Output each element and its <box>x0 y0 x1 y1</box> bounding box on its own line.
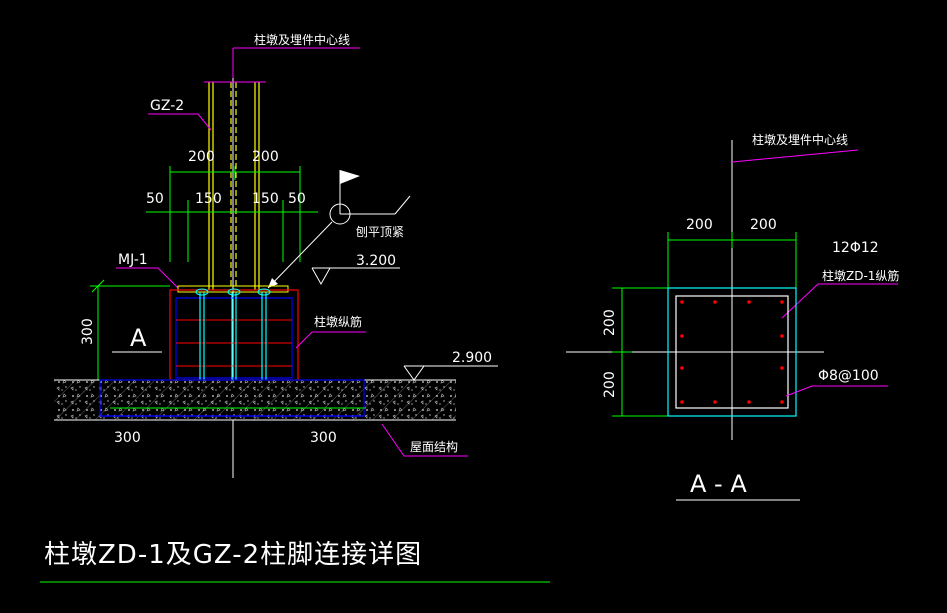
dim-mid-50a: 50 <box>146 191 164 207</box>
mj-leader <box>116 267 179 289</box>
steel-column <box>208 82 260 290</box>
dim-mid-150a: 150 <box>195 191 222 207</box>
dims-top-left <box>169 166 301 262</box>
dim-mid-50b: 50 <box>288 191 306 207</box>
left-detail: 柱墩及埋件中心线 GZ-2 200 200 50 <box>54 32 498 478</box>
elev-bottom-label: 2.900 <box>452 350 492 366</box>
stirrup-leader <box>785 385 888 397</box>
elev-top <box>311 267 400 286</box>
dim-top-200a: 200 <box>188 149 215 165</box>
right-detail: 柱墩及埋件中心线 200 200 12Φ12 柱墩ZD-1纵筋 <box>566 132 899 501</box>
section-outline <box>667 287 797 417</box>
gz-label: GZ-2 <box>150 98 184 114</box>
gz-leader <box>148 113 212 131</box>
bolt-heads <box>195 288 271 296</box>
pier-rebar-label: 柱墩纵筋 <box>314 314 362 329</box>
planing-label: 刨平顶紧 <box>356 224 404 239</box>
embed-plate <box>177 285 289 293</box>
dim-bottom-300b: 300 <box>310 430 337 446</box>
right-rebar-label: 柱墩ZD-1纵筋 <box>822 268 899 283</box>
stirrup-label: Φ8@100 <box>818 368 879 384</box>
drawing-title: 柱墩ZD-1及GZ-2柱脚连接详图 <box>44 540 422 570</box>
rebar-count-label: 12Φ12 <box>832 240 879 256</box>
dims-top-right <box>667 232 797 288</box>
dim-left-300: 300 <box>80 318 96 345</box>
elev-bottom <box>403 365 498 381</box>
dim-bottom-300a: 300 <box>114 430 141 446</box>
dim-right-left-200a: 200 <box>602 309 618 336</box>
dims-mid-left <box>146 200 318 262</box>
rebar-dots <box>680 300 784 404</box>
left-centerline-label: 柱墩及埋件中心线 <box>254 32 350 47</box>
section-stirrup <box>675 295 789 409</box>
mj-label: MJ-1 <box>118 252 148 268</box>
right-rebar-leader <box>781 283 898 319</box>
dim-right-200a: 200 <box>686 217 713 233</box>
dim-right-200b: 200 <box>750 217 777 233</box>
pier-rebar-leader <box>295 331 366 349</box>
roof-leader <box>381 423 468 457</box>
section-mark-a: A <box>130 324 147 352</box>
dim-left-vertical <box>90 279 170 382</box>
pier-rebar-cage <box>175 297 293 379</box>
dims-left-right <box>612 287 668 417</box>
section-title: A - A <box>690 470 747 498</box>
elev-top-label: 3.200 <box>356 253 396 269</box>
dim-top-200b: 200 <box>252 149 279 165</box>
roof-label: 屋面结构 <box>410 439 458 454</box>
right-centerline-label: 柱墩及埋件中心线 <box>752 132 848 147</box>
dim-right-left-200b: 200 <box>602 371 618 398</box>
pier-stirrups <box>176 319 292 367</box>
dim-mid-150b: 150 <box>252 191 279 207</box>
